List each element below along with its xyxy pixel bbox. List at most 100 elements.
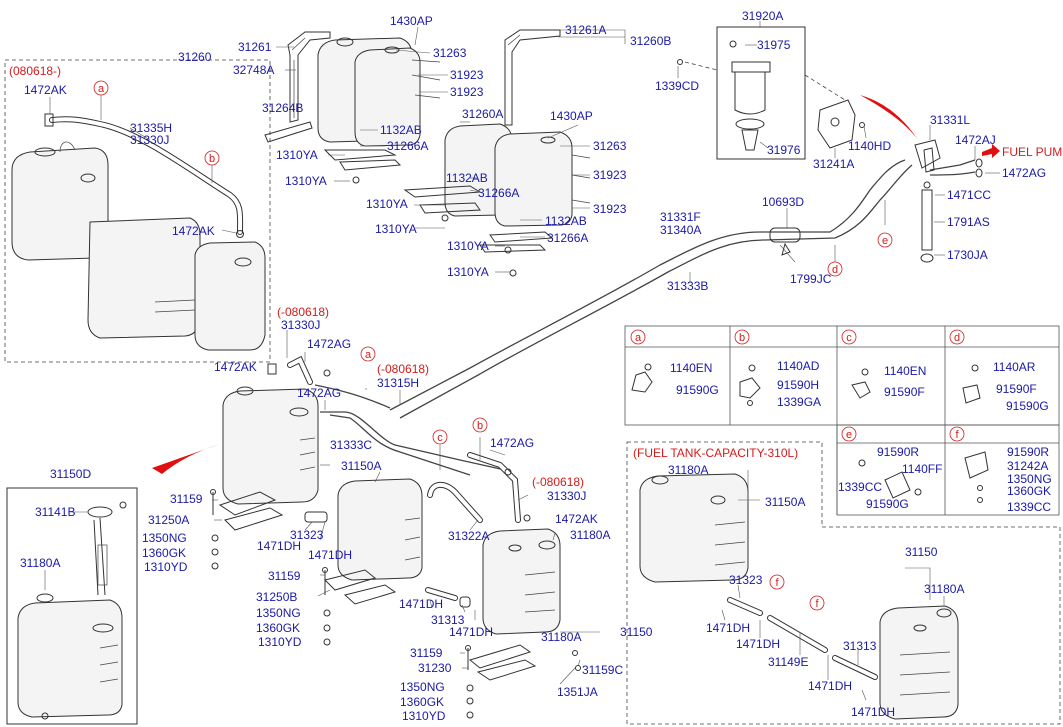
part-label: 1140AD — [777, 359, 820, 373]
part-label: 1472AK — [214, 360, 257, 374]
part-label: 1310YA — [447, 239, 489, 253]
part-label: 1471DH — [257, 539, 301, 553]
part-label: 31150 — [905, 545, 938, 559]
part-label: 1430AP — [550, 109, 593, 123]
part-label: 31923 — [450, 85, 484, 99]
part-label: 1350NG — [142, 531, 187, 545]
part-label: 31260B — [630, 34, 671, 48]
part-label: 31250A — [148, 513, 189, 527]
callout-detail-grid — [624, 325, 1060, 516]
part-label: 31333C — [330, 438, 372, 452]
part-label: 32748A — [233, 63, 274, 77]
part-label: 91590G — [676, 383, 719, 397]
part-label: 91590H — [777, 378, 819, 392]
part-label: 91590G — [1006, 399, 1049, 413]
part-label: 1132AB — [380, 123, 422, 137]
part-label: 1360GK — [256, 621, 300, 635]
part-label: 1310YA — [285, 174, 327, 188]
part-label: 1472AK — [555, 512, 598, 526]
part-label: 31180A — [668, 463, 708, 477]
part-label: 31313 — [843, 639, 877, 653]
part-label: 1471DH — [399, 597, 443, 611]
part-label: 31323 — [729, 573, 763, 587]
part-label: 31241A — [813, 157, 854, 171]
part-label: 91590G — [866, 497, 909, 511]
part-label: 1799JC — [790, 272, 832, 286]
part-label: 31159 — [170, 492, 203, 506]
part-label: 31330J — [281, 318, 320, 332]
part-label: 31920A — [742, 9, 783, 23]
part-label: 1339CC — [1007, 500, 1051, 514]
part-label: 1472AG — [1002, 166, 1046, 180]
note-label: (-080618) — [532, 475, 584, 489]
part-label: 1310YD — [258, 635, 302, 649]
part-label: 1471CC — [947, 188, 991, 202]
part-label: 1360GK — [1007, 484, 1051, 498]
part-label: 31150A — [765, 495, 805, 509]
part-label: 1472AG — [297, 386, 341, 400]
part-label: 31260A — [462, 107, 503, 121]
part-label: 31242A — [1007, 459, 1048, 473]
part-label: 1472AK — [172, 224, 215, 238]
part-label: 1132AB — [446, 171, 488, 185]
part-label: 31180A — [924, 582, 964, 596]
part-label: 31149E — [768, 655, 808, 669]
inset-31150d-tank — [6, 487, 138, 725]
part-label: 31263 — [593, 139, 627, 153]
part-label: 31150 — [620, 625, 653, 639]
part-label: 1430AP — [390, 14, 433, 28]
part-label: 31335H — [130, 121, 172, 135]
part-label: 31261A — [565, 23, 606, 37]
view-pointer-icon — [860, 95, 918, 140]
part-label: 1350NG — [400, 680, 445, 694]
part-label: 31150D — [50, 467, 91, 481]
part-label: 31180A — [541, 630, 581, 644]
callout-c: c — [437, 432, 443, 444]
grid-header-d: d — [954, 332, 960, 344]
part-label: 1471DH — [736, 637, 780, 651]
part-label: 31266A — [547, 231, 588, 245]
part-label: 1140EN — [884, 364, 926, 378]
part-label: 1472AG — [307, 337, 351, 351]
part-label: 31923 — [593, 202, 627, 216]
part-label: 1310YA — [276, 148, 318, 162]
callout-f: f — [815, 598, 819, 610]
part-label: 1360GK — [142, 546, 186, 560]
part-label: 31159C — [582, 663, 623, 677]
part-label: 1140FF — [902, 462, 942, 476]
part-label: 1791AS — [947, 215, 990, 229]
part-label: 31340A — [660, 223, 701, 237]
part-label: 1360GK — [400, 695, 444, 709]
inset-080618-tank-assembly — [4, 59, 271, 363]
fuel-lines-right — [389, 95, 1000, 419]
part-label: 1339CC — [838, 480, 882, 494]
callout-e: e — [882, 235, 888, 247]
part-label: 91590F — [996, 382, 1037, 396]
part-label: 31331L — [930, 113, 970, 127]
part-label: 31315H — [377, 376, 419, 390]
part-label: 1730JA — [947, 248, 988, 262]
center-tank-assembly — [152, 330, 600, 719]
note-label: (080618-) — [9, 64, 61, 78]
part-label: 91590R — [877, 445, 919, 459]
part-label: 1471DH — [308, 548, 352, 562]
note-label: (-080618) — [277, 305, 329, 319]
part-label: 31159 — [410, 646, 443, 660]
part-number-labels: 31920A 31975 1339CD 31976 1140HD 31241A … — [9, 9, 1063, 723]
part-label: 31250B — [256, 590, 297, 604]
callout-a: a — [98, 83, 105, 95]
note-label: (FUEL TANK-CAPACITY-310L) — [633, 446, 798, 460]
note-label: (-080618) — [377, 362, 429, 376]
part-label: 31976 — [767, 143, 801, 157]
part-label: 31266A — [478, 186, 519, 200]
inset-310l-tank — [626, 441, 1061, 725]
part-label: 1310YA — [447, 265, 489, 279]
part-label: 31331F — [660, 210, 701, 224]
callout-b: b — [477, 420, 483, 432]
part-label: 31261 — [238, 40, 272, 54]
part-label: 91590F — [884, 385, 925, 399]
part-label: 1339GA — [777, 395, 821, 409]
part-label: 1471DH — [706, 621, 750, 635]
fuel-pump-label: FUEL PUMP — [1002, 145, 1063, 159]
